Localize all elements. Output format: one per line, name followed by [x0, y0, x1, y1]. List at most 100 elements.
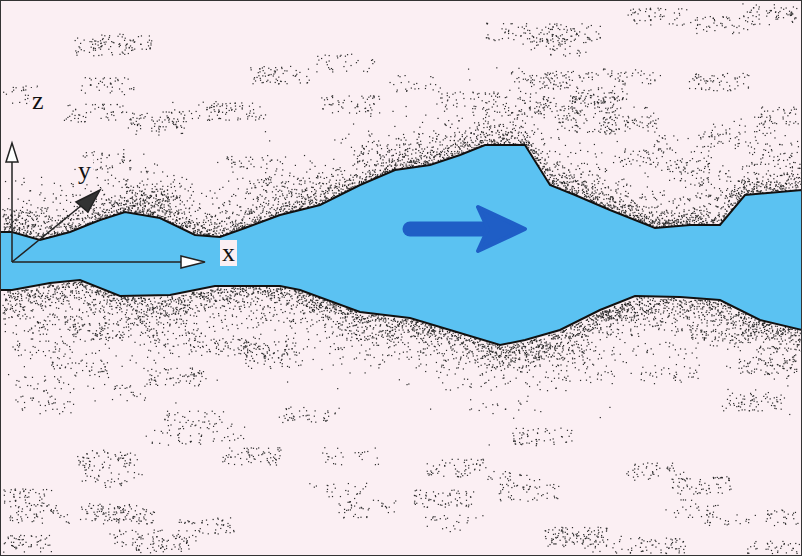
stipple-dot	[201, 226, 202, 227]
stipple-dot	[185, 295, 186, 296]
stipple-dot	[9, 297, 10, 298]
stipple-dot	[45, 296, 46, 297]
stipple-dot	[61, 291, 62, 292]
stipple-dot	[197, 231, 198, 232]
stipple-dot	[197, 296, 198, 297]
stipple-dot	[186, 227, 187, 228]
stipple-dot	[130, 190, 131, 191]
stipple-dot	[204, 233, 205, 234]
stipple-dot	[14, 298, 15, 299]
stipple-dot	[92, 292, 93, 293]
stipple-dot	[99, 214, 100, 215]
stipple-dot	[150, 341, 151, 342]
stipple-dot	[182, 223, 183, 224]
stipple-dot	[135, 192, 136, 193]
stipple-dot	[125, 317, 126, 318]
stipple-dot	[237, 328, 238, 329]
stipple-dot	[108, 295, 109, 296]
stipple-dot	[198, 224, 199, 225]
stipple-dot	[103, 211, 104, 212]
stipple-dot	[72, 290, 73, 291]
stipple-dot	[105, 344, 106, 345]
stipple-dot	[210, 293, 211, 294]
stipple-dot	[228, 303, 229, 304]
stipple-dot	[39, 236, 40, 237]
stipple-dot	[64, 224, 65, 225]
stipple-dot	[76, 218, 77, 219]
stipple-dot	[162, 171, 163, 172]
stipple-dot	[90, 191, 91, 192]
stipple-dot	[206, 304, 207, 305]
stipple-dot	[251, 298, 252, 299]
stipple-dot	[104, 316, 105, 317]
stipple-dot	[226, 218, 227, 219]
stipple-dot	[219, 189, 220, 190]
stipple-dot	[120, 196, 121, 197]
stipple-dot	[189, 338, 190, 339]
stipple-dot	[43, 324, 44, 325]
stipple-dot	[167, 343, 168, 344]
stipple-dot	[93, 305, 94, 306]
stipple-dot	[70, 225, 71, 226]
stipple-dot	[141, 297, 142, 298]
stipple-dot	[165, 302, 166, 303]
stipple-dot	[116, 355, 117, 356]
stipple-dot	[189, 219, 190, 220]
stipple-dot	[92, 214, 93, 215]
stipple-dot	[60, 195, 61, 196]
stipple-dot	[222, 187, 223, 188]
stipple-dot	[193, 294, 194, 295]
stipple-dot	[164, 214, 165, 215]
stipple-dot	[207, 321, 208, 322]
stipple-dot	[97, 290, 98, 291]
stipple-dot	[115, 201, 116, 202]
stipple-dot	[195, 312, 196, 313]
stipple-dot	[39, 296, 40, 297]
stipple-dot	[167, 219, 168, 220]
stipple-dot	[82, 220, 83, 221]
stipple-dot	[224, 315, 225, 316]
stipple-dot	[231, 291, 232, 292]
stipple-dot	[30, 301, 31, 302]
stipple-dot	[222, 305, 223, 306]
stipple-dot	[27, 232, 28, 233]
stipple-dot	[129, 167, 130, 168]
stipple-dot	[115, 300, 116, 301]
stipple-dot	[171, 209, 172, 210]
stipple-dot	[147, 310, 148, 311]
stipple-dot	[72, 222, 73, 223]
stipple-dot	[196, 218, 197, 219]
stipple-dot	[37, 215, 38, 216]
stipple-dot	[216, 227, 217, 228]
stipple-dot	[127, 297, 128, 298]
stipple-dot	[10, 291, 11, 292]
stipple-dot	[57, 222, 58, 223]
stipple-dot	[170, 306, 171, 307]
stipple-dot	[47, 297, 48, 298]
stipple-dot	[110, 214, 111, 215]
stipple-dot	[226, 211, 227, 212]
stipple-dot	[173, 308, 174, 309]
stipple-dot	[240, 210, 241, 211]
stipple-dot	[112, 314, 113, 315]
stipple-dot	[100, 311, 101, 312]
stipple-dot	[236, 293, 237, 294]
stipple-dot	[128, 187, 129, 188]
stipple-dot	[229, 308, 230, 309]
stipple-dot	[242, 291, 243, 292]
stipple-dot	[18, 314, 19, 315]
stipple-dot	[181, 308, 182, 309]
stipple-dot	[27, 225, 28, 226]
stipple-dot	[118, 324, 119, 325]
stipple-dot	[146, 171, 147, 172]
stipple-dot	[26, 233, 27, 234]
stipple-dot	[79, 309, 80, 310]
stipple-dot	[26, 297, 27, 298]
stipple-dot	[45, 298, 46, 299]
stipple-dot	[99, 303, 100, 304]
stipple-dot	[235, 226, 236, 227]
stipple-dot	[32, 309, 33, 310]
stipple-dot	[210, 190, 211, 191]
stipple-dot	[216, 233, 217, 234]
stipple-dot	[68, 300, 69, 301]
